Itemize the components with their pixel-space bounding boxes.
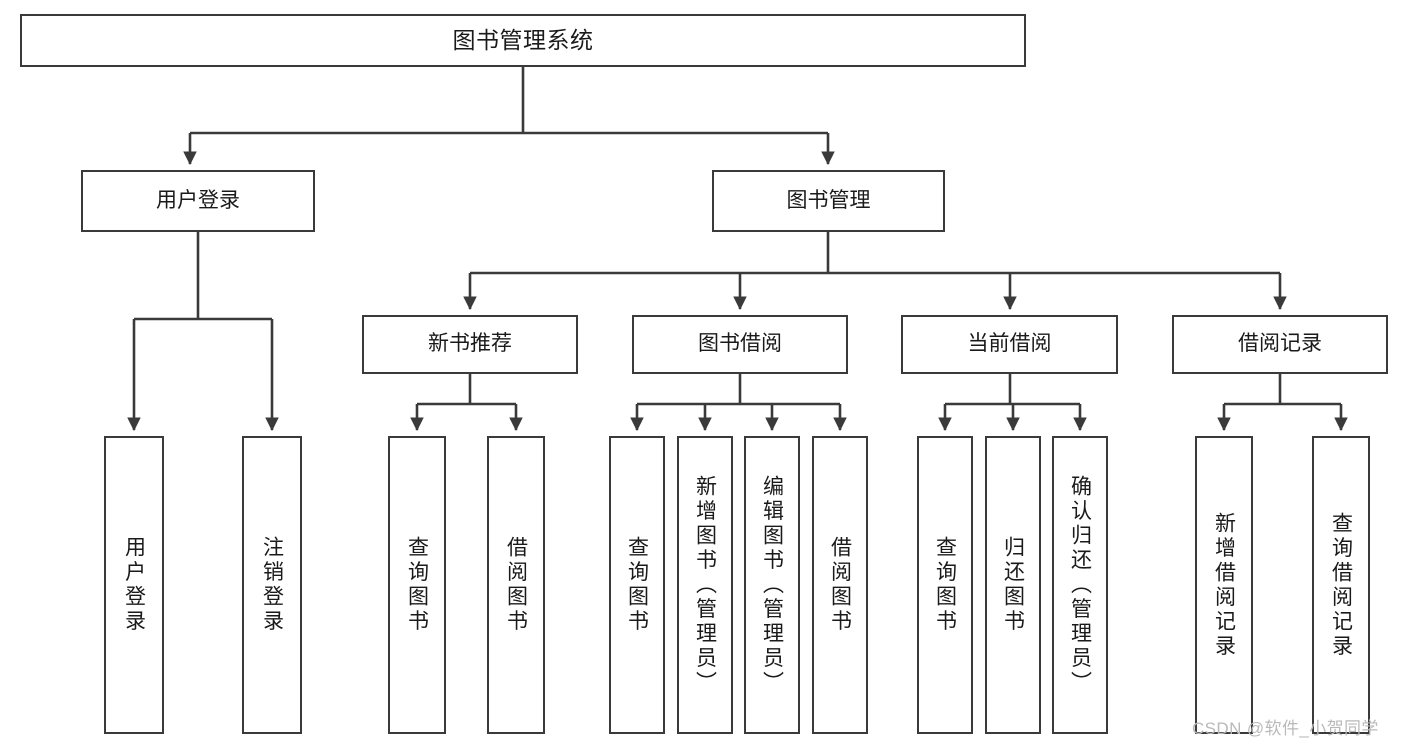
node-leaf-add-borrow-record[interactable]: 新增借阅记录 (1195, 436, 1253, 734)
node-borrow-record[interactable]: 借阅记录 (1172, 315, 1388, 374)
node-book-management-label: 图书管理 (786, 188, 871, 212)
node-leaf-confirm-return-admin-label: 确认归还（管理员） (1068, 474, 1092, 696)
node-leaf-borrow-book-recommend-label: 借阅图书 (504, 536, 528, 634)
node-leaf-borrow-book-recommend[interactable]: 借阅图书 (487, 436, 545, 734)
node-leaf-borrow-book-label: 借阅图书 (828, 536, 852, 634)
node-leaf-edit-book-admin[interactable]: 编辑图书（管理员） (744, 436, 800, 734)
node-leaf-user-login-label: 用户登录 (122, 536, 146, 634)
node-leaf-add-book-admin-label: 新增图书（管理员） (693, 474, 717, 696)
node-leaf-query-book-current-label: 查询图书 (933, 536, 957, 634)
node-leaf-query-borrow-record-label: 查询借阅记录 (1329, 511, 1353, 659)
node-leaf-add-book-admin[interactable]: 新增图书（管理员） (677, 436, 733, 734)
node-leaf-query-book-current[interactable]: 查询图书 (917, 436, 973, 734)
node-leaf-query-book-recommend[interactable]: 查询图书 (388, 436, 446, 734)
node-leaf-query-book-borrow-label: 查询图书 (625, 536, 649, 634)
node-leaf-user-login[interactable]: 用户登录 (104, 436, 164, 734)
node-leaf-confirm-return-admin[interactable]: 确认归还（管理员） (1052, 436, 1108, 734)
node-user-login[interactable]: 用户登录 (81, 170, 315, 232)
node-leaf-edit-book-admin-label: 编辑图书（管理员） (760, 474, 784, 696)
node-leaf-logout-login-label: 注销登录 (260, 536, 284, 634)
node-leaf-query-borrow-record[interactable]: 查询借阅记录 (1312, 436, 1370, 734)
node-root[interactable]: 图书管理系统 (20, 14, 1026, 67)
node-new-book-recommend[interactable]: 新书推荐 (362, 315, 578, 374)
node-book-management[interactable]: 图书管理 (712, 170, 945, 232)
node-borrow-record-label: 借阅记录 (1238, 332, 1322, 356)
node-leaf-borrow-book[interactable]: 借阅图书 (812, 436, 868, 734)
node-leaf-return-book[interactable]: 归还图书 (985, 436, 1041, 734)
node-root-label: 图书管理系统 (452, 26, 594, 53)
node-leaf-add-borrow-record-label: 新增借阅记录 (1212, 511, 1236, 659)
node-current-borrow[interactable]: 当前借阅 (901, 315, 1118, 374)
node-leaf-return-book-label: 归还图书 (1001, 536, 1025, 634)
node-leaf-logout-login[interactable]: 注销登录 (242, 436, 302, 734)
node-book-borrow[interactable]: 图书借阅 (632, 315, 848, 374)
node-user-login-label: 用户登录 (156, 188, 240, 212)
node-leaf-query-book-borrow[interactable]: 查询图书 (609, 436, 665, 734)
csdn-watermark: CSDN @软件_小贺同学 (1192, 719, 1379, 738)
node-leaf-query-book-recommend-label: 查询图书 (405, 536, 429, 634)
node-current-borrow-label: 当前借阅 (967, 332, 1052, 356)
node-new-book-recommend-label: 新书推荐 (428, 332, 512, 356)
node-book-borrow-label: 图书借阅 (698, 332, 782, 356)
